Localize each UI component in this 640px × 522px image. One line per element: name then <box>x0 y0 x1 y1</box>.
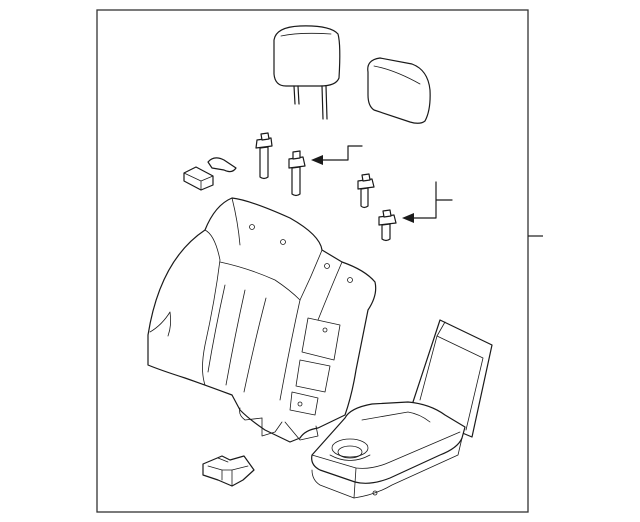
callout-arrow-2 <box>402 181 453 223</box>
clip-parts[interactable] <box>183 157 237 191</box>
hinge-bracket[interactable] <box>202 455 255 487</box>
diagram-frame <box>96 9 529 513</box>
headrest-guide-2[interactable] <box>357 173 375 209</box>
seat-back-assembly[interactable] <box>147 197 377 443</box>
headrest-guide-lock[interactable] <box>288 150 306 197</box>
callout-arrow-1 <box>311 145 363 165</box>
headrest-guide[interactable] <box>255 132 273 180</box>
headrest-right[interactable] <box>367 57 431 124</box>
armrest-assembly[interactable] <box>311 319 493 499</box>
headrest-left[interactable] <box>273 25 341 120</box>
headrest-guide-lock-2[interactable] <box>378 209 397 242</box>
